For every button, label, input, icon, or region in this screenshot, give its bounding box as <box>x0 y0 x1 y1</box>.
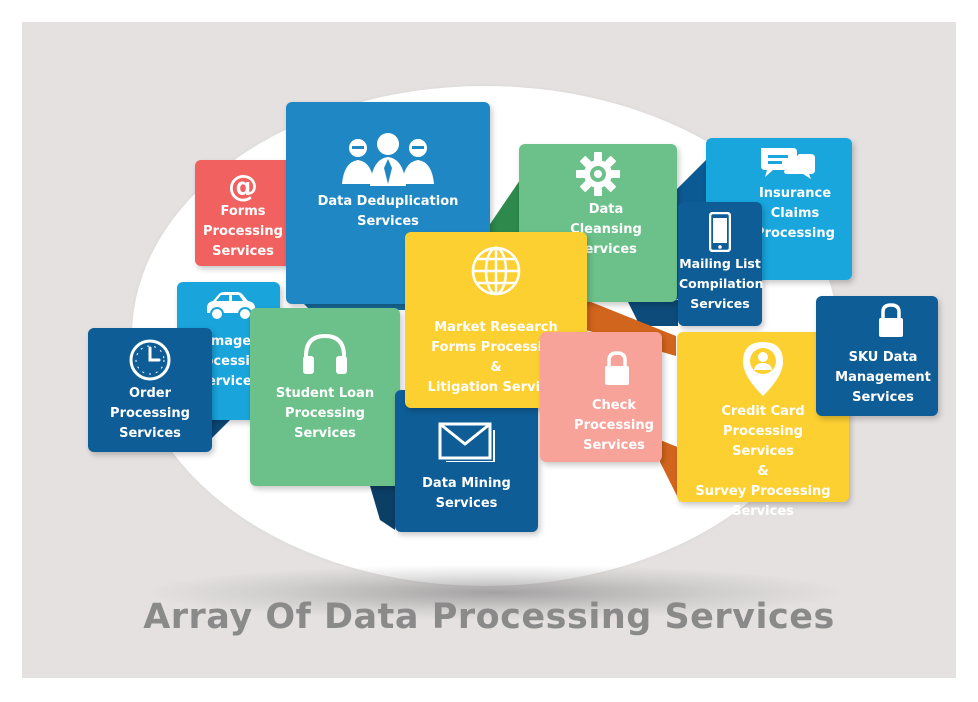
label-line: & <box>757 464 769 479</box>
label-line: Order <box>129 386 171 401</box>
label-line: & <box>490 360 502 375</box>
tile-sku-label: SKU Data Management Services <box>816 348 938 408</box>
tile-dedup-label: Data Deduplication Services <box>286 192 490 232</box>
headphones-icon <box>250 332 400 376</box>
label-line: Forms <box>220 204 266 219</box>
label-line: Services <box>435 496 498 511</box>
location-pin-person-icon <box>677 340 849 398</box>
tile-mining-label: Data Mining Services <box>395 474 538 514</box>
label-line: Processing <box>110 406 190 421</box>
tile-mailing-label: Mailing List Compilation Services <box>678 254 764 314</box>
tile-market-label: Market Research Forms Processing & Litig… <box>405 318 587 398</box>
tile-cleanse-label: Data Cleansing Services <box>519 200 677 260</box>
label-line: Data Deduplication <box>317 194 459 209</box>
tile-order-processing: Order Processing Services <box>88 328 212 452</box>
label-line: Services <box>357 214 419 229</box>
envelope-icon <box>395 422 538 462</box>
tile-credit-label: Credit Card Processing Services & Survey… <box>677 402 849 522</box>
tile-sku-data-management: SKU Data Management Services <box>816 296 938 416</box>
svg-text:@: @ <box>228 170 258 202</box>
floor-shadow <box>150 565 840 620</box>
people-group-icon <box>286 132 490 186</box>
label-line: Cleansing <box>570 222 642 237</box>
label-line: Market Research <box>434 320 558 335</box>
tile-order-label: Order Processing Services <box>88 384 212 444</box>
label-line: Mailing List <box>679 256 761 271</box>
label-line: Services <box>732 444 794 459</box>
label-line: Claims <box>770 206 820 221</box>
label-line: Services <box>690 296 750 311</box>
label-line: Credit Card Processing <box>721 404 805 439</box>
padlock-icon <box>816 302 952 338</box>
tile-forms-label: Forms Processing Services <box>195 202 291 262</box>
label-line: Services <box>119 426 181 441</box>
label-line: Services <box>197 374 260 389</box>
tile-check-label: Check Processing Services <box>540 396 662 456</box>
label-line: Forms Processing <box>431 340 561 355</box>
slab-check-orange <box>660 440 680 502</box>
tile-forms-processing: @ Forms Processing Services <box>195 160 291 266</box>
label-line: Processing <box>574 418 654 433</box>
label-line: Processing Services <box>285 406 365 441</box>
car-icon <box>177 290 280 322</box>
padlock-icon <box>540 350 678 386</box>
label-line: Processing <box>755 226 835 241</box>
label-line: Services <box>575 242 637 257</box>
smartphone-icon <box>678 212 762 252</box>
label-line: Compilation <box>679 276 764 291</box>
label-line: Services <box>583 438 645 453</box>
label-line: SKU Data <box>848 350 918 365</box>
tile-student-loan: Student Loan Processing Services <box>250 308 400 486</box>
label-line: Check <box>592 398 636 413</box>
label-line: Data <box>588 202 624 217</box>
globe-icon <box>405 244 587 298</box>
at-sign-icon: @ <box>195 170 291 202</box>
tile-data-mining: Data Mining Services <box>395 390 538 532</box>
label-line: Survey Processing <box>695 484 831 499</box>
slab-mail-blue <box>628 300 678 326</box>
gear-icon <box>519 150 677 198</box>
label-line: Litigation Services <box>427 380 565 395</box>
label-line: Services <box>852 390 914 405</box>
page-title: Array Of Data Processing Services <box>143 597 835 637</box>
label-line: Data Mining <box>422 476 511 491</box>
label-line: Insurance <box>758 186 832 201</box>
label-line: Services <box>732 504 794 519</box>
chat-bubbles-icon <box>706 144 860 180</box>
label-line: Image <box>205 334 252 349</box>
tile-student-label: Student Loan Processing Services <box>250 384 400 444</box>
label-line: Management <box>835 370 931 385</box>
label-line: Student Loan <box>275 386 375 401</box>
tile-check-processing: Check Processing Services <box>540 332 662 462</box>
tile-mailing-list: Mailing List Compilation Services <box>678 202 764 326</box>
tile-insurance-label: Insurance Claims Processing <box>706 184 852 244</box>
clock-icon <box>88 338 212 382</box>
label-line: Processing <box>203 224 283 239</box>
label-line: Services <box>212 244 274 259</box>
